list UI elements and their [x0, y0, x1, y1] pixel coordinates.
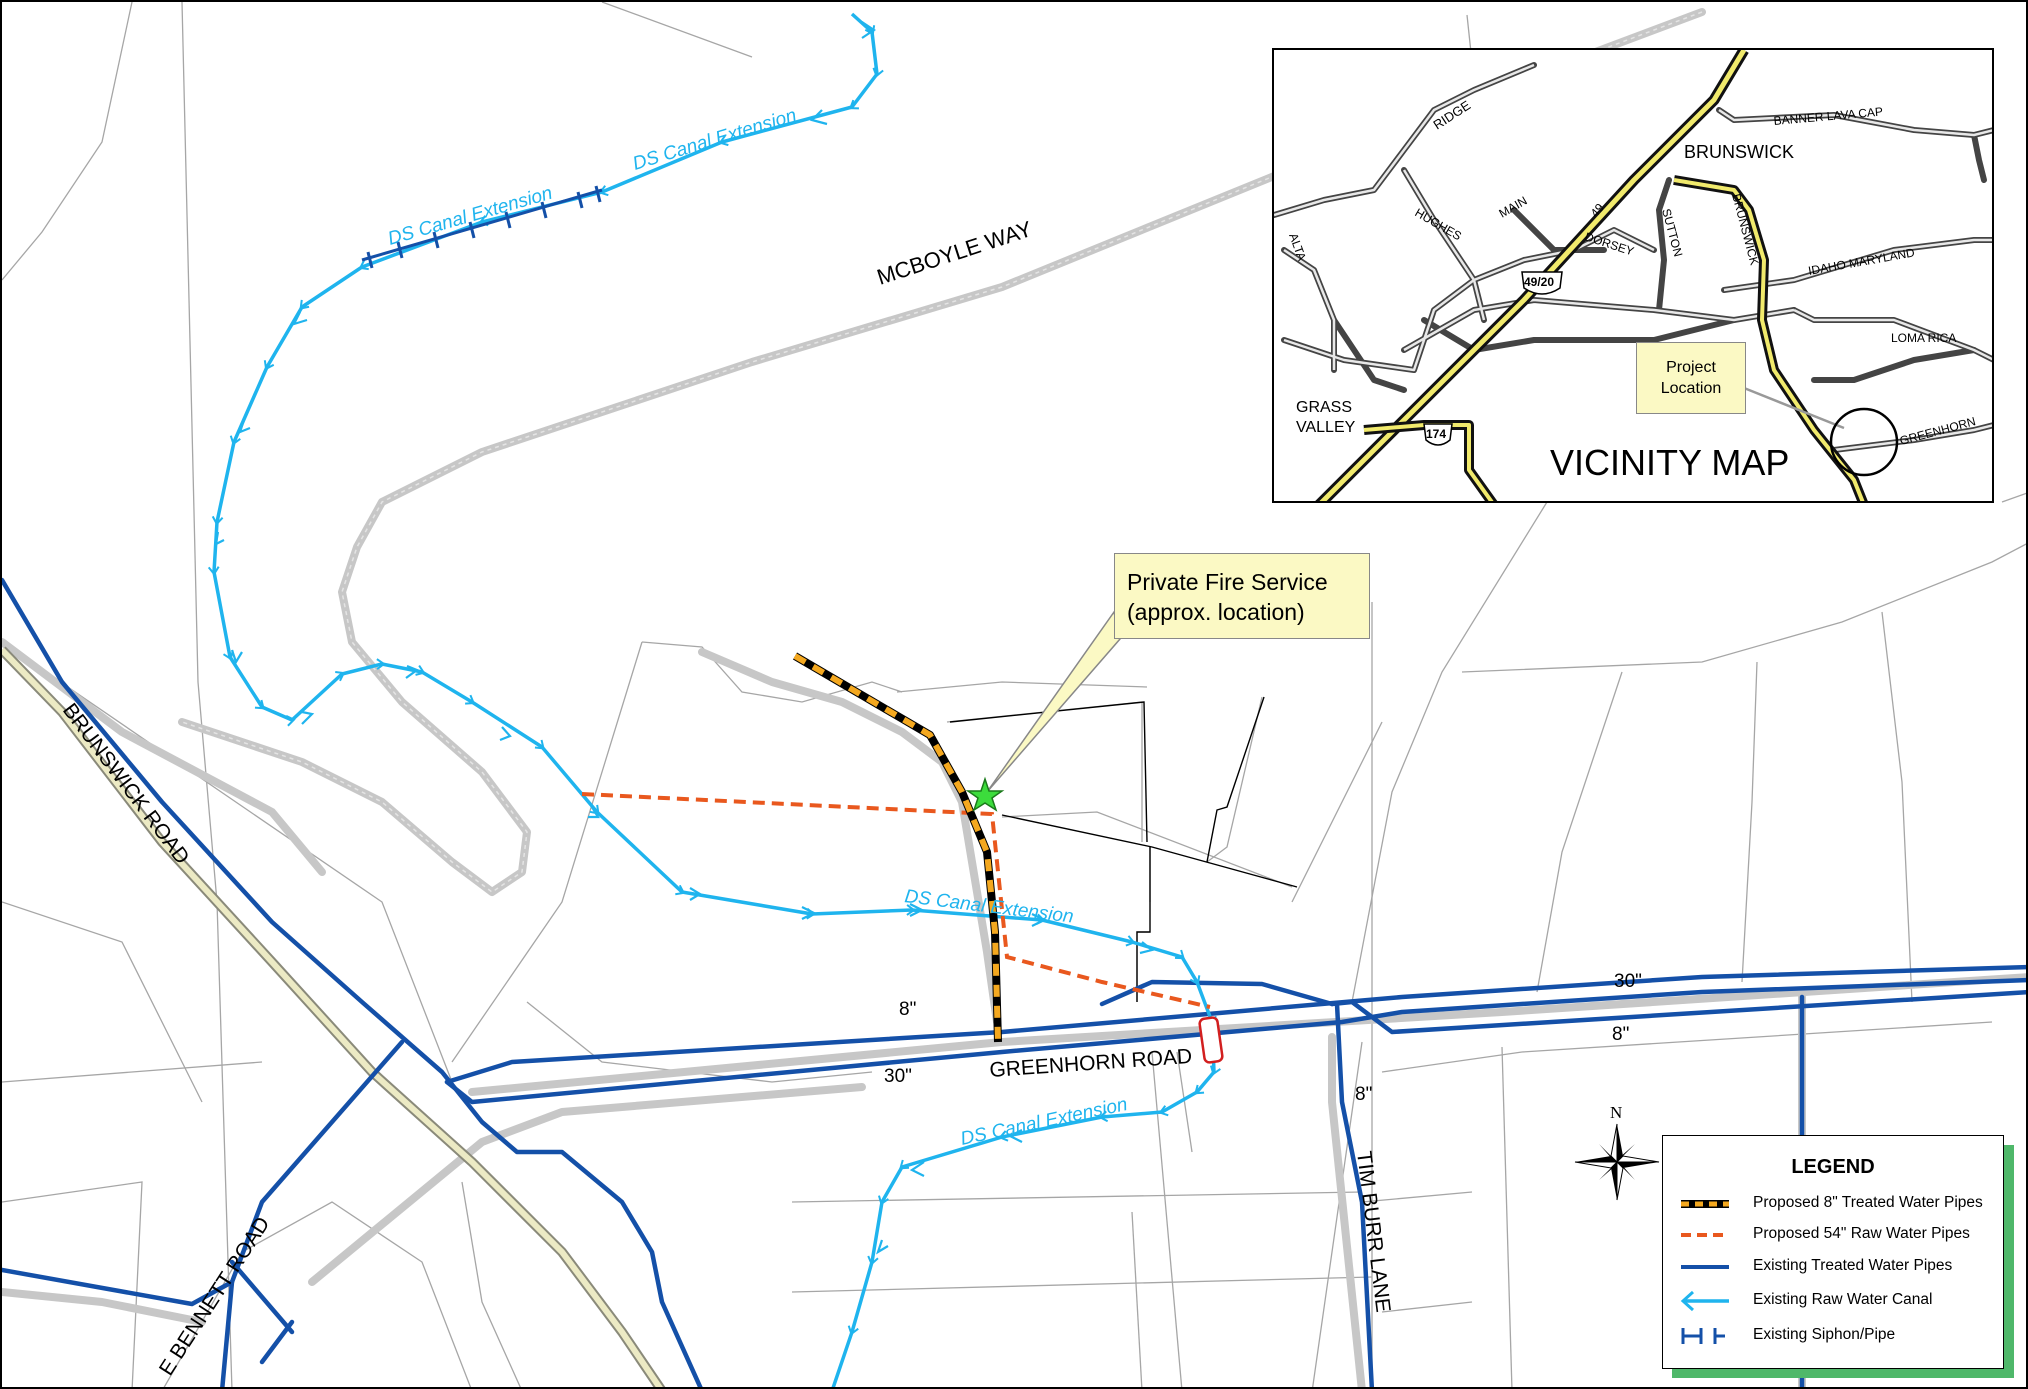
raw-water-canal	[207, 12, 1221, 1387]
pipe-size-30-label-b: 30"	[1614, 971, 1642, 992]
proposed-raw-symbol-icon	[1681, 1233, 1729, 1237]
vicinity-leader-line	[1743, 386, 1845, 430]
vm-banner-label: BANNER LAVA CAP	[1773, 104, 1883, 127]
vm-idaho-label: IDAHO MARYLAND	[1807, 245, 1916, 278]
pipe-size-8-label-a: 8"	[899, 999, 916, 1020]
vicinity-map[interactable]: 49/20 174 RIDGE BRUNSWICK BANNER LAVA CA…	[1272, 48, 1994, 503]
svg-text:49/20: 49/20	[1524, 275, 1554, 289]
project-line-2: Location	[1660, 380, 1722, 397]
e-bennett-road-label: E BENNETT ROAD	[155, 1213, 274, 1380]
property-lines	[949, 696, 1298, 1002]
vicinity-map-title: VICINITY MAP	[1550, 442, 1790, 483]
legend-label-proposed-treated: Proposed 8" Treated Water Pipes	[1753, 1194, 1983, 1211]
svg-text:174: 174	[1426, 427, 1446, 441]
vm-grass-label: GRASS	[1296, 399, 1352, 416]
legend-label-proposed-raw: Proposed 54" Raw Water Pipes	[1753, 1225, 1970, 1242]
callout-line-2: (approx. location)	[1127, 599, 1305, 625]
legend-item-proposed-treated: Proposed 8" Treated Water Pipes	[1679, 1192, 1999, 1216]
siphon-symbol-icon	[1681, 1328, 1725, 1344]
proposed-treated-pipe	[792, 652, 1002, 1043]
pipe-size-8-label-c: 8"	[1355, 1084, 1372, 1105]
legend-item-raw-canal: Existing Raw Water Canal	[1679, 1289, 1999, 1313]
canal-label-1: DS Canal Extension	[630, 105, 799, 175]
canal-flow-arrows	[214, 21, 1155, 1255]
siphon-pipe	[361, 185, 603, 269]
north-label: N	[1610, 1103, 1622, 1122]
vm-alta-label: ALTA	[1286, 231, 1309, 262]
mcboyle-way-label: MCBOYLE WAY	[874, 216, 1035, 290]
callout-line-1: Private Fire Service	[1127, 569, 1328, 595]
vicinity-map-canvas: 49/20 174 RIDGE BRUNSWICK BANNER LAVA CA…	[1274, 50, 1992, 501]
fire-service-star-icon[interactable]	[965, 776, 1005, 812]
vicinity-roads-fill	[1274, 63, 1992, 452]
legend-title: LEGEND	[1791, 1156, 1875, 1178]
legend-label-siphon: Existing Siphon/Pipe	[1753, 1326, 1896, 1343]
vicinity-highways	[1315, 50, 1868, 501]
canal-arrow-symbol-icon	[1680, 1290, 1729, 1312]
pipe-size-8-label-b: 8"	[1612, 1024, 1629, 1045]
valve-marker	[1198, 1016, 1224, 1064]
vm-loma-label: LOMA RICA	[1891, 331, 1956, 345]
legend-panel[interactable]: LEGEND Proposed 8" Treated Water Pipes P…	[1662, 1135, 2004, 1369]
treated-pipe-symbol-icon	[1681, 1265, 1729, 1269]
legend-label-treated-pipes: Existing Treated Water Pipes	[1753, 1257, 1953, 1274]
route-174-shield-icon: 174	[1423, 423, 1453, 446]
legend-item-siphon: Existing Siphon/Pipe	[1679, 1324, 1999, 1348]
route-49-20-shield-icon: 49/20	[1521, 271, 1563, 295]
vm-brunswick-town-label: BRUNSWICK	[1684, 142, 1794, 162]
pipe-size-30-label-a: 30"	[884, 1066, 912, 1087]
brunswick-road-label: BRUNSWICK ROAD	[58, 699, 194, 868]
canal-label-4: DS Canal Extension	[959, 1094, 1130, 1150]
legend-item-treated-pipes: Existing Treated Water Pipes	[1679, 1255, 1999, 1279]
legend-label-raw-canal: Existing Raw Water Canal	[1753, 1291, 1933, 1308]
proposed-raw-pipe	[581, 792, 1211, 1009]
vm-hughes-label: HUGHES	[1413, 205, 1464, 243]
canal-label-2: DS Canal Extension	[386, 183, 555, 250]
proposed-treated-symbol-icon	[1681, 1200, 1729, 1208]
vm-valley-label: VALLEY	[1296, 419, 1356, 436]
project-line-1: Project	[1666, 359, 1716, 376]
north-arrow-icon: N	[1574, 1103, 1660, 1201]
timburr-lane-label: TIM BURR LANE	[1352, 1150, 1395, 1314]
legend-item-proposed-raw: Proposed 54" Raw Water Pipes	[1679, 1223, 1999, 1247]
project-location-circle	[1829, 407, 1899, 477]
fire-service-callout: Private Fire Service (approx. location)	[1114, 553, 1370, 639]
project-location-box: Project Location	[1636, 342, 1746, 414]
vicinity-labels: RIDGE BRUNSWICK BANNER LAVA CAP ALTA HUG…	[1286, 97, 1977, 448]
callout-pointer	[986, 610, 1121, 793]
